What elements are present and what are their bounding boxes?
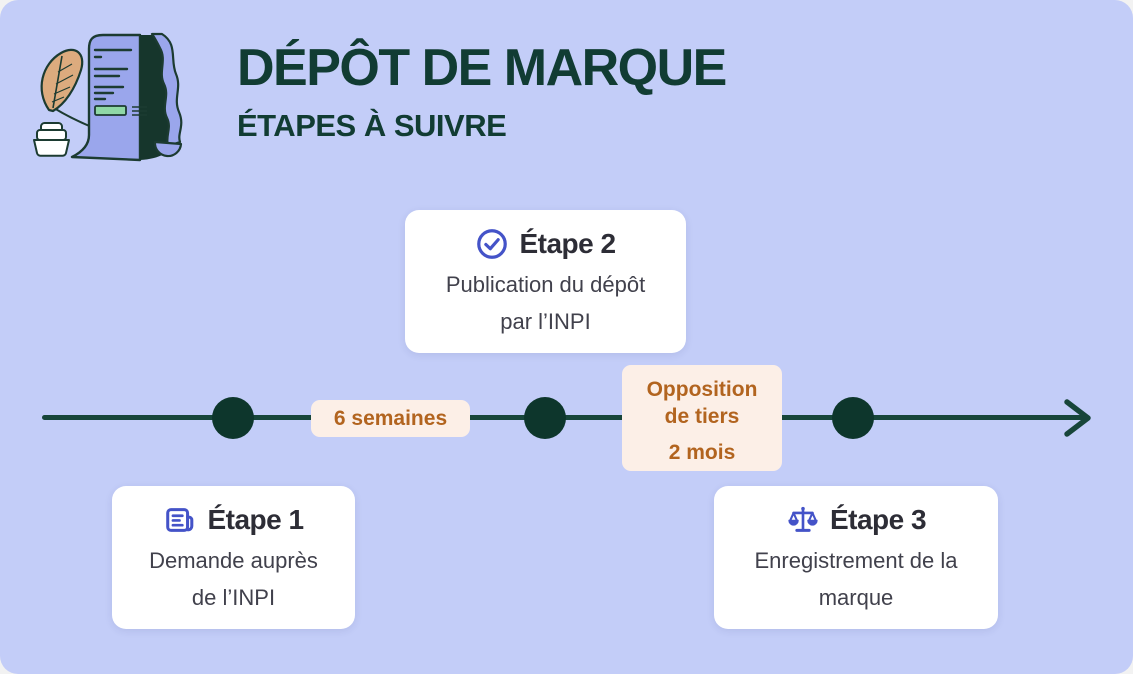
inkwell-icon [33, 122, 70, 157]
step-description: Enregistrement de la marque [754, 548, 958, 610]
page-title: DÉPÔT DE MARQUE [237, 39, 727, 97]
interval-duration-text: 2 mois [668, 441, 736, 464]
step-title: Étape 2 [519, 228, 616, 259]
timeline-dot-2 [524, 397, 566, 439]
interval-label-opposition: Opposition de tiers 2 mois [622, 365, 782, 471]
step-description: Demande auprès de l’INPI [149, 548, 318, 610]
step-title: Étape 3 [829, 504, 927, 535]
step-card-3: Étape 3 Enregistrement de la marque [714, 486, 998, 629]
scroll-quill-illustration [33, 32, 183, 162]
timeline-dot-1 [212, 397, 254, 439]
interval-label-text: Opposition de tiers [646, 378, 758, 428]
interval-label-text: 6 semaines [333, 406, 448, 430]
arrow-right-icon [1064, 399, 1091, 437]
scroll-icon [70, 32, 183, 162]
page-subtitle: ÉTAPES À SUIVRE [237, 108, 507, 144]
timeline-dot-3 [832, 397, 874, 439]
step-description: Publication du dépôt par l’INPI [445, 272, 646, 334]
step-card-2: Étape 2 Publication du dépôt par l’INPI [405, 210, 686, 353]
check-circle-icon [477, 229, 508, 259]
scales-of-justice-icon [788, 506, 818, 532]
step-card-1: Étape 1 Demande auprès de l’INPI [112, 486, 355, 629]
document-lines-icon [166, 508, 194, 532]
header: DÉPÔT DE MARQUE ÉTAPES À SUIVRE [237, 39, 727, 144]
step-title: Étape 1 [207, 504, 304, 535]
interval-label-6-semaines: 6 semaines [311, 400, 470, 437]
